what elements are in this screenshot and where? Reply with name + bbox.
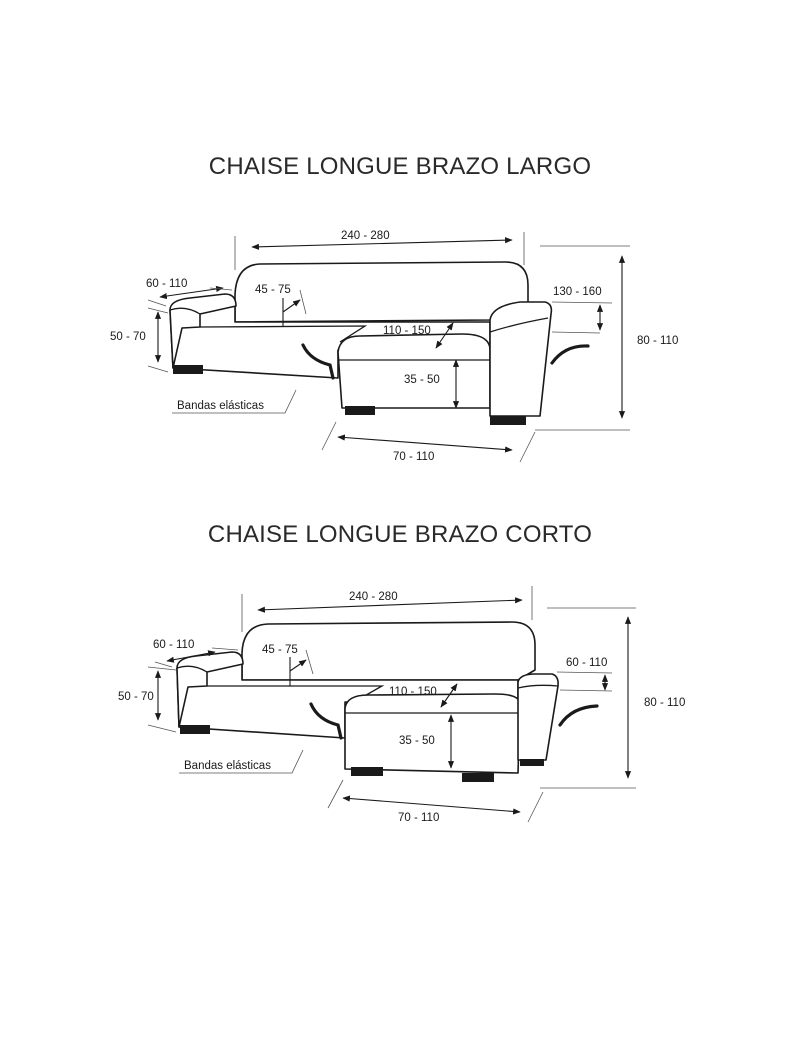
label-arm-depth: 60 - 110 — [146, 278, 187, 290]
label-right-arm: 130 - 160 — [553, 286, 602, 298]
label-elastic-bands: Bandas elásticas — [177, 400, 264, 412]
label-chaise-width: 70 - 110 — [398, 812, 439, 824]
label-arm-height: 50 - 70 — [110, 331, 146, 343]
label-total-height: 80 - 110 — [644, 697, 685, 709]
label-total-height: 80 - 110 — [637, 335, 678, 347]
sofa-diagram-corto: 240 - 280 60 - 110 50 - 70 45 - 75 110 -… — [118, 586, 685, 824]
label-seat-height: 35 - 50 — [399, 735, 435, 747]
elastic-band-right — [550, 344, 590, 365]
label-right-arm: 60 - 110 — [566, 657, 607, 669]
label-width: 240 - 280 — [349, 591, 398, 603]
label-arm-height: 50 - 70 — [118, 691, 154, 703]
label-width: 240 - 280 — [341, 230, 390, 242]
label-chaise-width: 70 - 110 — [393, 451, 434, 463]
label-elastic-bands: Bandas elásticas — [184, 760, 271, 772]
label-seat-height: 35 - 50 — [404, 374, 440, 386]
diagram-title-largo: CHAISE LONGUE BRAZO LARGO — [208, 153, 592, 180]
elastic-band-right — [558, 704, 599, 727]
diagram-title-corto: CHAISE LONGUE BRAZO CORTO — [207, 521, 593, 548]
sofa-diagram-largo: 240 - 280 60 - 110 50 - 70 45 - 75 110 -… — [110, 230, 678, 463]
label-arm-depth: 60 - 110 — [153, 639, 194, 651]
sofa-outline — [169, 261, 553, 425]
elastic-band-left — [309, 702, 343, 740]
label-chaise-length: 110 - 150 — [389, 686, 437, 698]
label-back-height: 45 - 75 — [262, 644, 298, 656]
sofa-outline — [176, 621, 559, 782]
label-chaise-length: 110 - 150 — [383, 325, 431, 337]
elastic-band-left — [301, 343, 335, 380]
label-back-height: 45 - 75 — [255, 284, 291, 296]
